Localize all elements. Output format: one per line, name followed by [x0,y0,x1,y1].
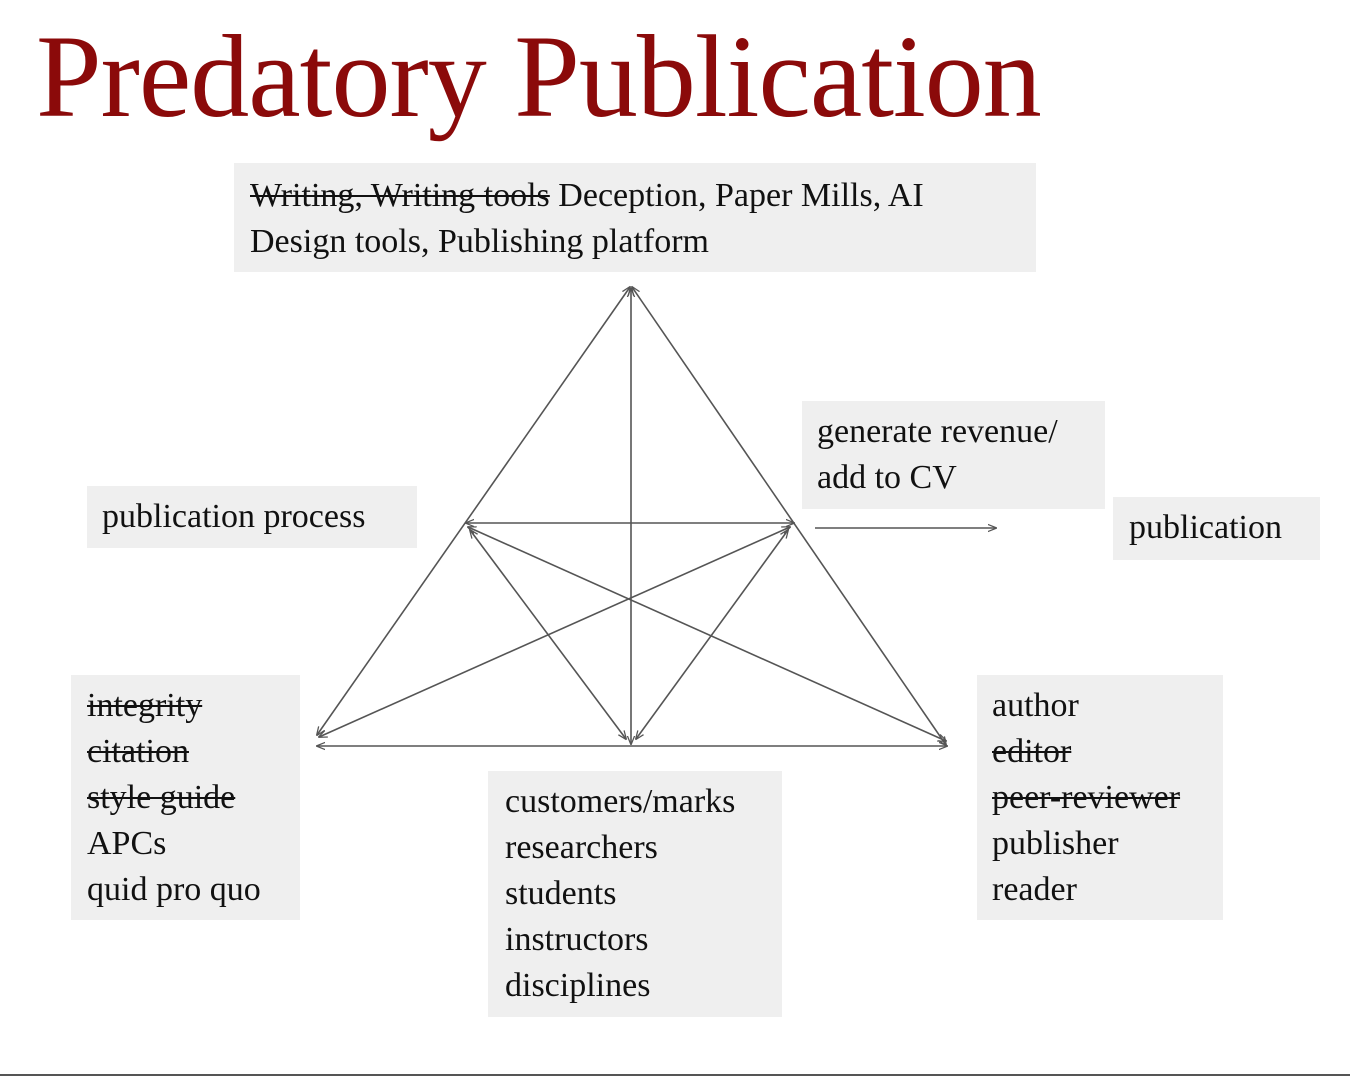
roles-box: author editor peer-reviewer publisher re… [977,675,1223,920]
edge-rightmid-bottommid [636,530,788,739]
outcome-label: publication [1129,509,1282,546]
community-item: researchers [505,829,658,866]
rules-item: integrity [87,687,203,724]
rules-item: style guide [87,779,236,816]
community-item: instructors [505,921,649,958]
rules-item: citation [87,733,189,770]
community-item: disciplines [505,967,651,1004]
tools-line-2: Design tools, Publishing platform [250,223,709,260]
tools-struck-text: Writing, Writing tools [250,177,550,214]
edge-top-bottomright [632,287,946,745]
roles-item: editor [992,733,1072,770]
roles-item: reader [992,871,1077,908]
roles-item: peer-reviewer [992,779,1181,816]
community-item: students [505,875,617,912]
community-item: customers/marks [505,783,736,820]
page-title: Predatory Publication [36,11,1042,142]
roles-item: publisher [992,825,1119,862]
rules-item: APCs [87,825,167,862]
community-box: customers/marks researchers students ins… [488,771,782,1017]
tools-current-text: Deception, Paper Mills, AI [558,177,924,214]
bottom-divider [0,1074,1350,1076]
tools-box: Writing, Writing tools Deception, Paper … [234,163,1036,272]
rules-box: integrity citation style guide APCs quid… [71,675,300,920]
rules-item: quid pro quo [87,871,261,908]
outcome-box: publication [1113,497,1320,560]
edge-leftmid-bottommid [470,530,626,739]
edge-leftmid-bottomright [468,527,946,741]
roles-item: author [992,687,1079,724]
